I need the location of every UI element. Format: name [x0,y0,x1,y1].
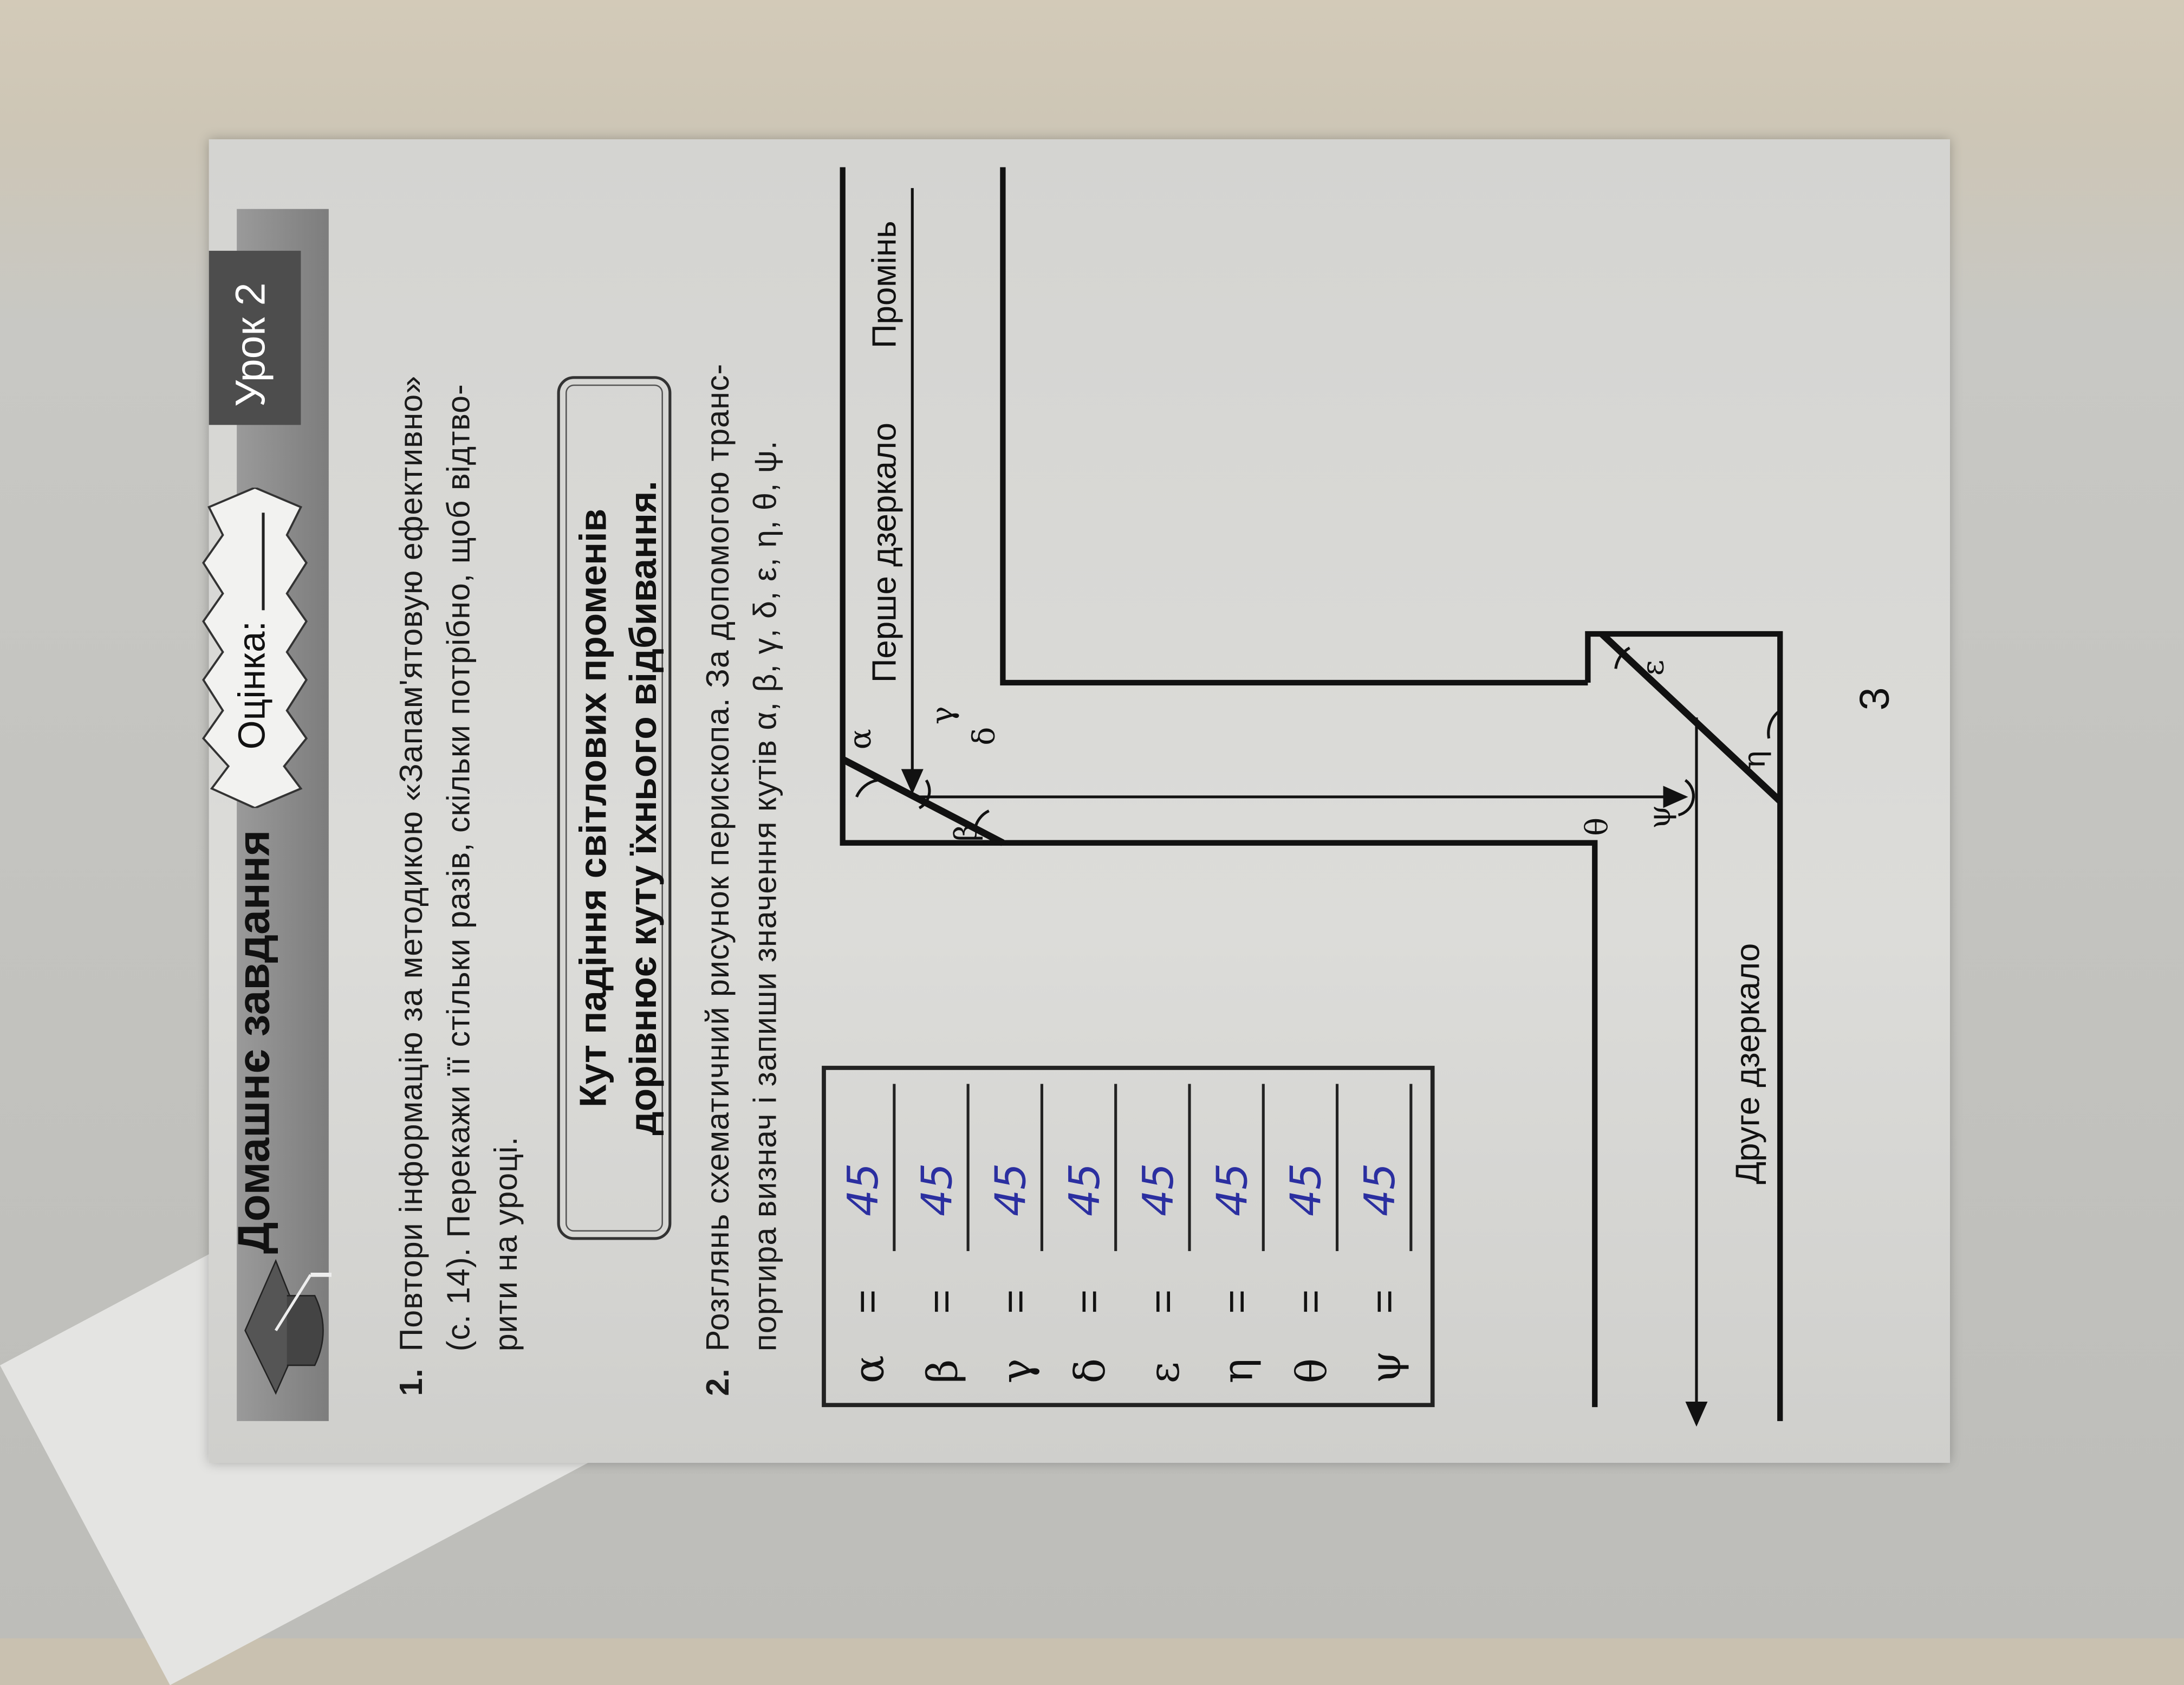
graduation-cap-icon [244,1259,332,1395]
angle-psi-label: ψ [1643,805,1679,829]
first-mirror-label: Перше дзеркало [866,423,904,683]
periscope-upper-outer-wall [840,167,1598,1408]
angle-theta-label: θ [1581,817,1616,836]
page-number: 3 [1852,687,1899,711]
angle-gamma-label: γ [926,706,961,725]
ray-label: Промінь [866,221,904,348]
second-mirror-label: Друге дзеркало [1730,943,1768,1184]
angle-alpha-label: α [844,729,879,750]
angle-eta-label: η [1738,750,1773,769]
periscope-diagram [840,167,1783,1427]
grade-starburst [202,487,308,808]
angle-beta-label: β [950,824,985,842]
angle-epsilon-label: ε [1636,659,1672,676]
periscope-inner-wall [1000,167,1588,686]
angle-delta-label: δ [968,727,1003,746]
second-mirror [1599,631,1783,804]
periscope-lower-outer-wall [1585,631,1783,1421]
workbook-page: Домашнє завдання Оцінка: Урок 2 1. Повто… [202,139,1950,1463]
